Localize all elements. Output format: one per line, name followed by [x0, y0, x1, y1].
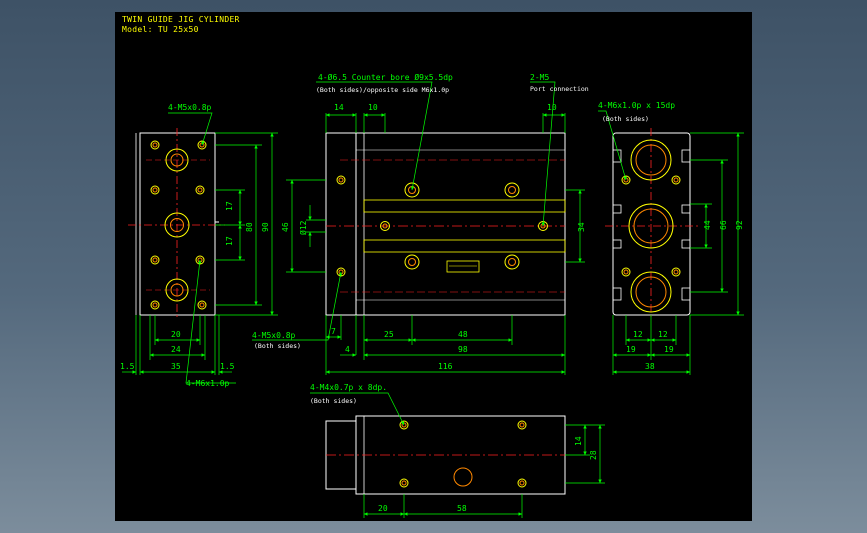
svg-text:7: 7 — [331, 327, 336, 336]
model-label: Model: TU 25x50 — [122, 25, 199, 34]
front-callout-counterbore: 4-Ø6.5 Counter bore Ø9x5.5dp — [318, 72, 453, 82]
svg-text:116: 116 — [438, 362, 453, 371]
svg-text:25: 25 — [384, 330, 394, 339]
svg-text:20: 20 — [171, 330, 181, 339]
svg-text:44: 44 — [703, 220, 712, 230]
right-body-outline — [612, 132, 691, 316]
drawing-canvas[interactable] — [115, 12, 752, 521]
svg-text:80: 80 — [245, 222, 254, 232]
svg-text:98: 98 — [458, 345, 468, 354]
right-callout: 4-M6x1.0p x 15dp — [598, 101, 675, 110]
left-callout-bottom: 4-M6x1.0p — [186, 379, 230, 388]
drawing-title: TWIN GUIDE JIG CYLINDER — [122, 15, 240, 24]
svg-text:12: 12 — [633, 330, 643, 339]
svg-text:14: 14 — [574, 436, 583, 446]
svg-text:14: 14 — [334, 103, 344, 112]
bottom-callout: 4-M4x0.7p x 8dp. — [310, 383, 387, 392]
svg-text:66: 66 — [719, 220, 728, 230]
front-callout-bottom: 4-M5x0.8p — [252, 331, 296, 340]
left-callout-top: 4-M5x0.8p — [168, 103, 212, 112]
svg-text:46: 46 — [281, 222, 290, 232]
svg-text:92: 92 — [735, 220, 744, 230]
svg-text:12: 12 — [658, 330, 668, 339]
svg-text:1.5: 1.5 — [220, 362, 235, 371]
svg-text:19: 19 — [664, 345, 674, 354]
svg-text:24: 24 — [171, 345, 181, 354]
front-body — [355, 132, 566, 316]
svg-text:90: 90 — [261, 222, 270, 232]
svg-text:(Both sides): (Both sides) — [310, 397, 357, 405]
svg-text:17: 17 — [225, 236, 234, 246]
svg-text:34: 34 — [577, 222, 586, 232]
right-view: 4-M6x1.0p x 15dp (Both sides) 44 66 92 1… — [598, 101, 744, 375]
svg-text:4: 4 — [345, 345, 350, 354]
svg-text:1.5: 1.5 — [120, 362, 135, 371]
svg-text:58: 58 — [457, 504, 467, 513]
svg-text:10: 10 — [368, 103, 378, 112]
nameplate — [446, 260, 480, 273]
svg-text:38: 38 — [645, 362, 655, 371]
front-callout-port: 2-M5 — [530, 73, 549, 82]
front-callout-port-sub: Port connection — [530, 85, 589, 93]
svg-text:(Both sides): (Both sides) — [254, 342, 301, 350]
svg-text:20: 20 — [378, 504, 388, 513]
left-view: 4-M5x0.8p 4-M6x1.0p 17 17 80 90 20 24 35… — [120, 103, 278, 388]
svg-text:28: 28 — [589, 450, 598, 460]
svg-text:19: 19 — [626, 345, 636, 354]
left-holes — [150, 140, 207, 310]
svg-text:Ø12: Ø12 — [298, 220, 308, 235]
svg-text:10: 10 — [547, 103, 557, 112]
svg-text:17: 17 — [225, 201, 234, 211]
bottom-view: 4-M4x0.7p x 8dp. (Both sides) 14 28 20 5… — [310, 383, 605, 518]
svg-text:(Both sides): (Both sides) — [602, 115, 649, 123]
front-view: 4-Ø6.5 Counter bore Ø9x5.5dp (Both sides… — [252, 72, 589, 375]
left-body-outline — [139, 132, 216, 316]
front-callout-counterbore-sub: (Both sides)/opposite side M6x1.0p — [316, 86, 449, 94]
svg-text:35: 35 — [171, 362, 181, 371]
svg-text:48: 48 — [458, 330, 468, 339]
